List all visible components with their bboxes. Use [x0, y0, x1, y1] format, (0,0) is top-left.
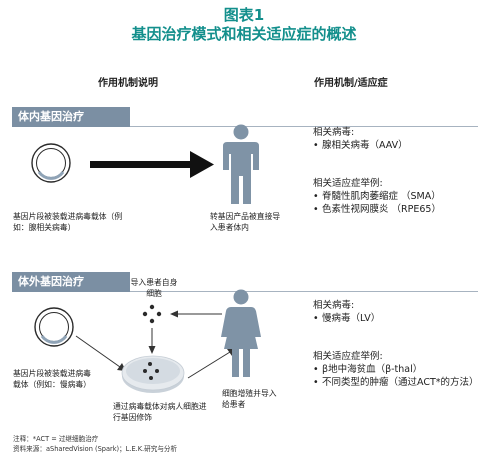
- patient-male-icon: [223, 124, 259, 204]
- arrow-down-icon: [148, 328, 156, 354]
- ex-vivo-divider: [130, 291, 478, 292]
- footnote: 注释：*ACT = 过继细胞治疗: [13, 435, 99, 443]
- in-vivo-patient-caption: 转基因产品被直接导入患者体内: [210, 212, 281, 232]
- in-vivo-banner: 体内基因治疗: [12, 107, 130, 127]
- ex-vivo-vector-caption: 基因片段被装载进病毒载体（例如：慢病毒）: [13, 369, 91, 389]
- in-vivo-indications: 相关适应症举例: 脊髓性肌肉萎缩症 （SMA） 色素性视网膜炎 （RPE65）: [313, 177, 485, 216]
- in-vivo-indication-item: 色素性视网膜炎 （RPE65）: [313, 203, 485, 216]
- source-note: 资料来源：aSharedVision (Spark)；L.E.K.研究与分析: [13, 445, 178, 453]
- in-vivo-indication-heading: 相关适应症举例:: [313, 178, 383, 189]
- in-vivo-divider: [130, 126, 478, 127]
- ex-vivo-indication-heading: 相关适应症举例:: [313, 351, 383, 362]
- ex-vivo-patient-caption: 细胞增殖并导入给患者: [222, 389, 277, 409]
- viral-vector-icon: [34, 307, 74, 347]
- dish-caption: 通过病毒载体对病人细胞进行基因修饰: [113, 402, 207, 422]
- ex-vivo-banner: 体外基因治疗: [12, 272, 130, 292]
- ex-vivo-indication-item: 不同类型的肿瘤（通过ACT*的方法）: [313, 376, 485, 389]
- figure-number: 图表1: [223, 6, 265, 24]
- arrow-left-icon: [170, 310, 222, 318]
- viral-vector-icon: [31, 143, 71, 183]
- in-vivo-virus-item: 腺相关病毒（AAV）: [313, 139, 483, 152]
- petri-dish-icon: [121, 355, 185, 393]
- ex-vivo-indications: 相关适应症举例: β地中海贫血（β-thal） 不同类型的肿瘤（通过ACT*的方…: [313, 350, 485, 389]
- ex-vivo-virus-info: 相关病毒: 慢病毒（LV）: [313, 299, 483, 325]
- column-header-indication: 作用机制/适应症: [314, 78, 388, 89]
- patient-female-icon: [221, 289, 261, 377]
- arrow-right-icon: [90, 151, 214, 178]
- ex-vivo-virus-heading: 相关病毒:: [313, 300, 355, 311]
- in-vivo-virus-info: 相关病毒: 腺相关病毒（AAV）: [313, 126, 483, 152]
- figure-title: 基因治疗模式和相关适应症的概述: [131, 25, 357, 43]
- in-vivo-virus-heading: 相关病毒:: [313, 127, 355, 138]
- cells-caption: 导入患者自身细胞: [130, 278, 178, 298]
- in-vivo-indication-item: 脊髓性肌肉萎缩症 （SMA）: [313, 190, 485, 203]
- arrow-diagonal-icon: [75, 335, 126, 371]
- in-vivo-vector-caption: 基因片段被装载进病毒载体（例如：腺相关病毒）: [13, 212, 123, 232]
- ex-vivo-indication-item: β地中海贫血（β-thal）: [313, 363, 485, 376]
- ex-vivo-virus-item: 慢病毒（LV）: [313, 312, 483, 325]
- column-header-mechanism: 作用机制说明: [98, 78, 158, 89]
- patient-cells-icon: [142, 304, 162, 324]
